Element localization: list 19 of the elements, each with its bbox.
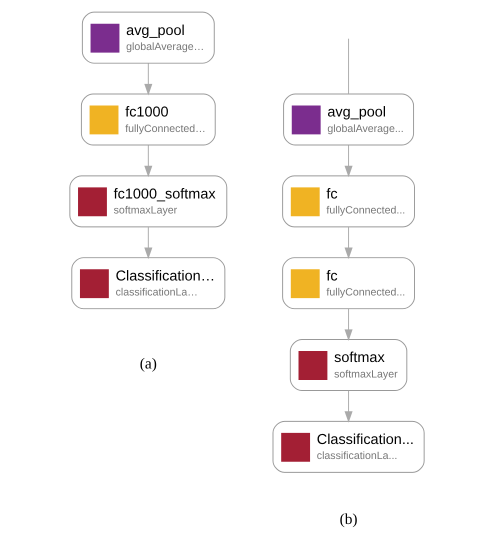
node-box: fc1000 fullyConnected… — [80, 94, 216, 146]
node-box: fc fullyConnected... — [282, 257, 415, 310]
arrow — [144, 226, 152, 260]
node-box: Classification... classificationLa... — [272, 420, 425, 473]
node-box: softmax softmaxLayer — [290, 339, 408, 392]
node-box: Classification… classificationLa… — [71, 257, 226, 310]
node-box: avg_pool globalAverage… — [82, 12, 215, 64]
node-box: fc fullyConnected... — [282, 175, 415, 228]
arrow — [344, 308, 353, 341]
connector — [348, 38, 350, 94]
arrow — [144, 144, 152, 178]
arrow — [344, 144, 353, 178]
arrow — [344, 390, 353, 423]
label: (b) — [340, 511, 358, 528]
arrow — [144, 63, 152, 96]
arrow — [344, 226, 353, 260]
label: (a) — [140, 356, 157, 373]
node-box: fc1000_softmax softmaxLayer — [69, 175, 228, 228]
node-box: avg_pool globalAverage... — [283, 94, 414, 146]
